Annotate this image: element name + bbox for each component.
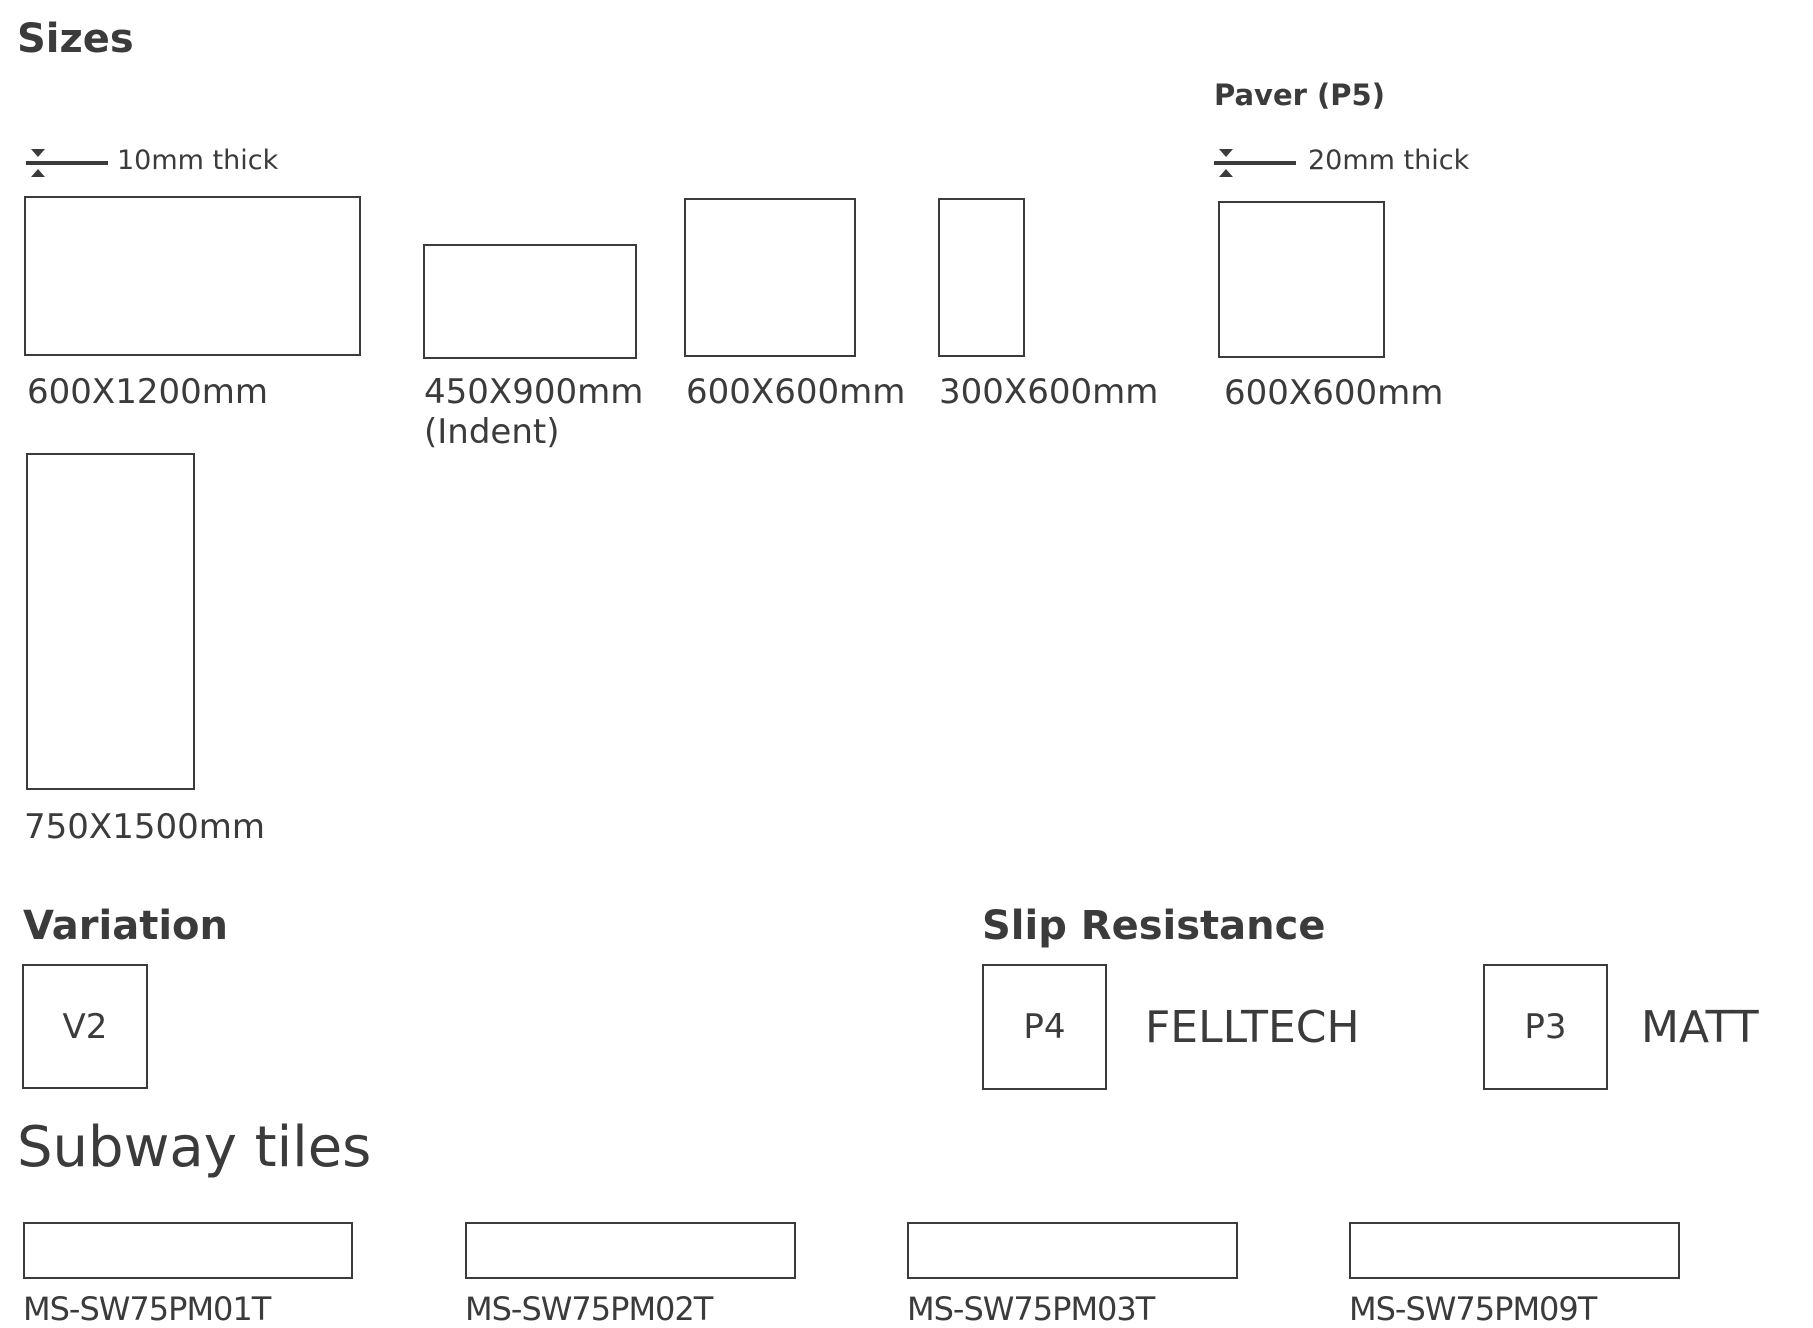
slip-resistance-heading: Slip Resistance [982,903,1326,949]
size-label: 600X600mm [686,372,906,412]
size-label: 750X1500mm [24,807,265,847]
tile-shape-300x600 [938,198,1025,357]
thickness-icon [1214,146,1296,180]
sizes-heading: Sizes [17,16,134,62]
size-label: 600X1200mm [27,372,268,412]
size-label: 450X900mm [424,372,644,412]
tile-shape-450x900 [423,244,637,359]
subway-tile-shape [907,1222,1238,1279]
thickness-icon [26,146,108,180]
paver-heading: Paver (P5) [1214,78,1385,112]
variation-heading: Variation [23,903,228,949]
slip-label-matt: MATT [1641,1002,1759,1053]
subway-code: MS-SW75PM09T [1349,1290,1597,1328]
tile-shape-750x1500 [26,453,195,790]
thickness-standard: 10mm thick [117,145,279,176]
subway-heading: Subway tiles [17,1115,372,1180]
subway-code: MS-SW75PM02T [465,1290,713,1328]
size-label: 600X600mm [1224,373,1444,413]
size-label: 300X600mm [939,372,1159,412]
subway-tile-shape [23,1222,353,1279]
subway-tile-shape [465,1222,796,1279]
thickness-paver: 20mm thick [1308,145,1470,176]
slip-label-felltech: FELLTECH [1145,1002,1360,1053]
paver-shape-600x600 [1218,201,1385,358]
subway-code: MS-SW75PM01T [23,1290,271,1328]
size-note: (Indent) [424,412,560,452]
slip-badge-p3: P3 [1483,964,1608,1090]
subway-tile-shape [1349,1222,1680,1279]
slip-badge-p4: P4 [982,964,1107,1090]
subway-code: MS-SW75PM03T [907,1290,1155,1328]
tile-shape-600x1200 [24,196,361,356]
variation-badge: V2 [22,964,148,1089]
tile-shape-600x600 [684,198,856,357]
